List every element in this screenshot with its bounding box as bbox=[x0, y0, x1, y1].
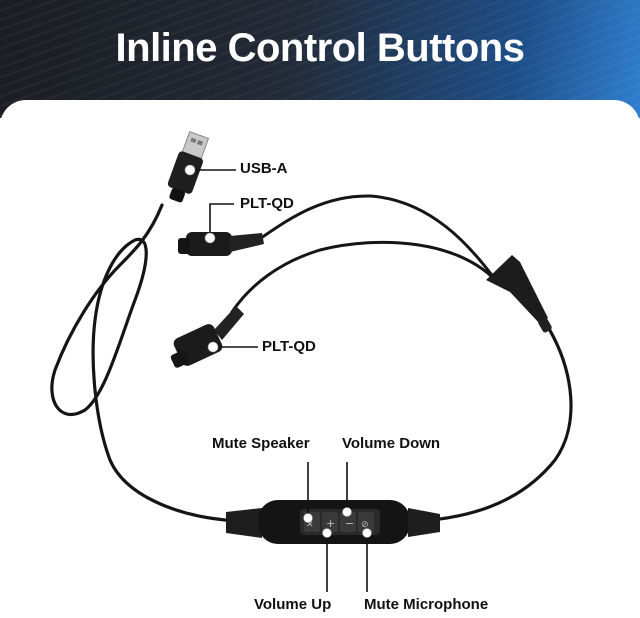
page-title: Inline Control Buttons bbox=[115, 26, 525, 70]
branch-cable-top bbox=[256, 194, 499, 284]
label-mute-microphone: Mute Microphone bbox=[364, 596, 489, 613]
plt-qd-connector-middle bbox=[170, 306, 244, 368]
usb-cable bbox=[50, 203, 264, 525]
plus-icon: + bbox=[326, 517, 335, 530]
mute-microphone-button bbox=[358, 512, 374, 532]
y-splitter bbox=[486, 255, 552, 333]
branch-cable-lower bbox=[230, 240, 500, 314]
inline-control-box: ✕ + − ⊘ bbox=[226, 500, 440, 544]
label-volume-up: Volume Up bbox=[254, 596, 332, 613]
speaker-mute-icon: ✕ bbox=[306, 520, 314, 530]
usb-a-plug bbox=[167, 130, 210, 203]
label-plt-qd-middle: PLT-QD bbox=[262, 338, 316, 355]
plt-qd-connector-top bbox=[178, 232, 264, 256]
callout-markers bbox=[184, 164, 372, 538]
headset-cable bbox=[403, 320, 573, 524]
header-banner bbox=[0, 0, 640, 118]
minus-icon: − bbox=[345, 517, 354, 530]
mic-mute-icon: ⊘ bbox=[361, 520, 369, 530]
label-usb-a: USB-A bbox=[240, 160, 288, 177]
volume-up-button bbox=[322, 512, 338, 532]
volume-down-button bbox=[340, 512, 356, 532]
label-volume-down: Volume Down bbox=[342, 435, 441, 452]
leader-lines bbox=[190, 169, 368, 592]
label-plt-qd-top: PLT-QD bbox=[240, 195, 294, 212]
label-mute-speaker: Mute Speaker bbox=[212, 435, 310, 452]
